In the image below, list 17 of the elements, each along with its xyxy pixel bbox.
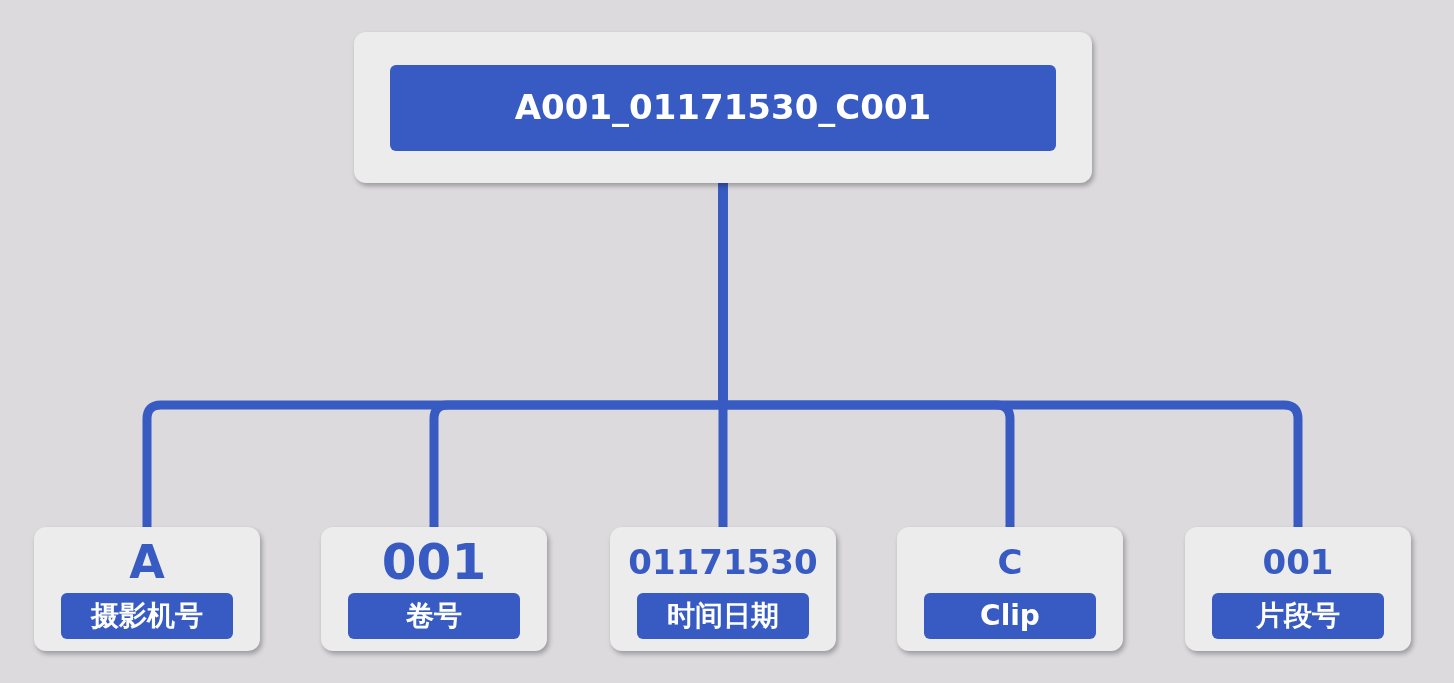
segment-label: Clip [924, 593, 1096, 639]
segment-label: 卷号 [348, 593, 520, 639]
segment-card [321, 527, 547, 651]
segment-card [610, 527, 836, 651]
segment-value: 01171530 [628, 541, 818, 584]
segment-value: 001 [381, 539, 487, 585]
segment-value: C [997, 541, 1023, 584]
segment-label: 片段号 [1212, 593, 1384, 639]
filename-card [354, 32, 1092, 183]
segment-value: 001 [1262, 541, 1334, 584]
segment-label: 摄影机号 [61, 593, 233, 639]
segment-card [34, 527, 260, 651]
segment-value: A [129, 539, 165, 585]
segment-card [897, 527, 1123, 651]
filename-banner: A001_01171530_C001 [390, 64, 1056, 151]
segment-card [1185, 527, 1411, 651]
segment-label: 时间日期 [637, 593, 809, 639]
